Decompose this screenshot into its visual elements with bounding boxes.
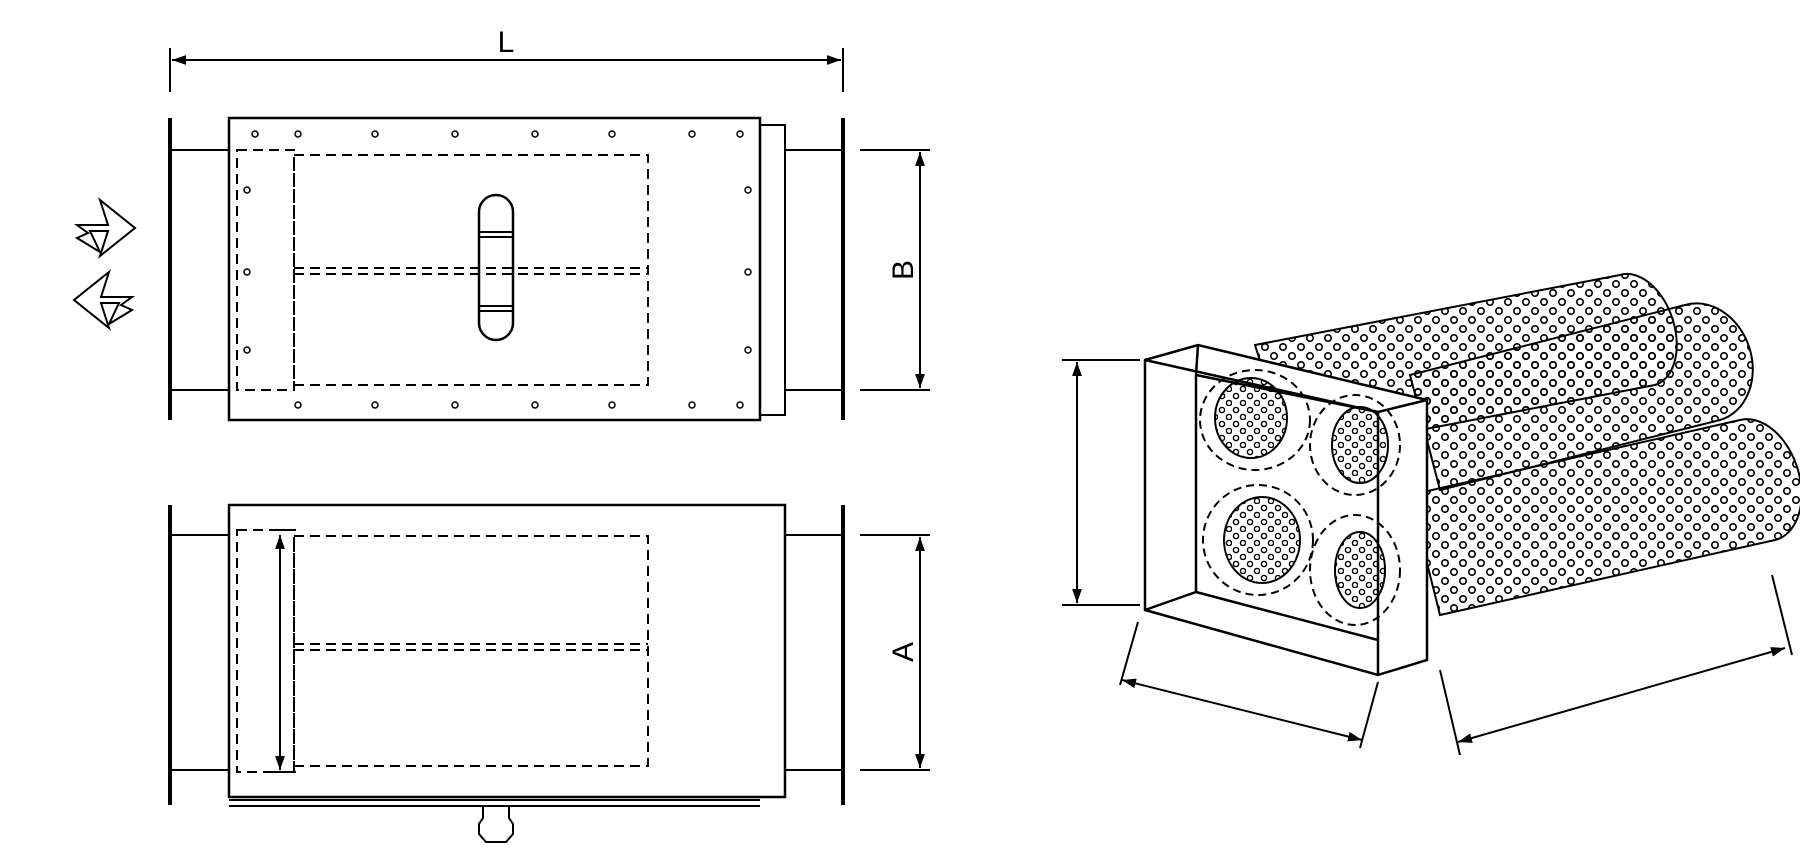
airflow-arrows	[72, 197, 137, 331]
length-label: L	[498, 26, 515, 59]
side-view	[168, 503, 930, 843]
iso-width-dimension	[1119, 621, 1379, 749]
access-panel	[236, 149, 295, 391]
width-dimension	[860, 534, 930, 771]
filter-cartridge-lower	[1408, 418, 1800, 617]
filter-outline	[293, 154, 649, 386]
iso-height-dimension	[1062, 359, 1140, 606]
height-dimension	[860, 149, 930, 391]
airflow-in-arrow	[73, 197, 137, 259]
isometric-view	[1062, 272, 1800, 756]
height-label: B	[887, 260, 920, 280]
top-view	[168, 48, 930, 422]
drain-nozzle	[478, 806, 514, 843]
filter-cartridge-right	[1408, 302, 1754, 492]
screw-holes	[243, 130, 752, 409]
width-label: A	[887, 642, 920, 662]
side-housing-body	[227, 503, 787, 799]
filter-openings	[1199, 369, 1401, 626]
handle	[477, 193, 515, 342]
iso-length-dimension	[1439, 574, 1793, 756]
airflow-out-arrow	[72, 269, 136, 331]
length-dimension	[169, 48, 844, 92]
